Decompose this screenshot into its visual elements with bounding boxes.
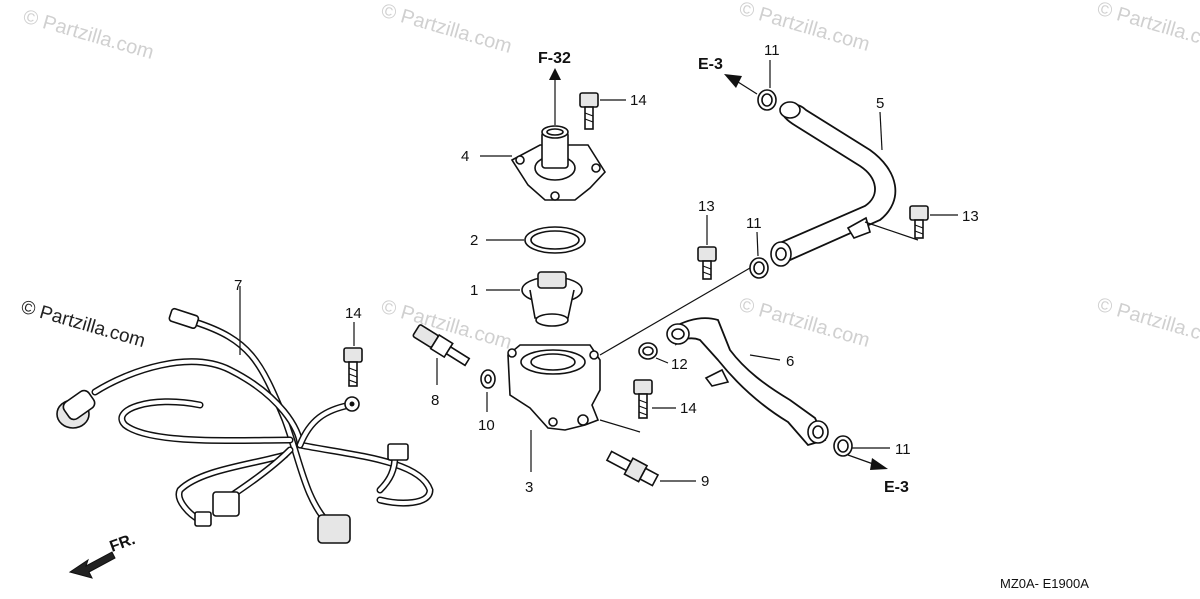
bolt-14-right: 14: [633, 379, 697, 419]
water-pipe-6: 6: [666, 317, 829, 447]
callout-11: 11: [764, 42, 780, 59]
callout-1: 1: [470, 282, 478, 299]
watermark: © Partzilla.com: [737, 0, 873, 56]
thermostat-housing-3: 3: [507, 267, 751, 496]
watermark: © Partzilla.com: [1095, 294, 1200, 352]
wire-harness: 7: [56, 277, 434, 544]
callout-6: 6: [786, 353, 794, 370]
watermark-layer: © Partzilla.com © Partzilla.com © Partzi…: [19, 0, 1200, 354]
thermostat-1: 1: [470, 271, 583, 327]
diagram-code: MZ0A- E1900A: [1000, 576, 1089, 591]
o-ring-11-upper: 11: [724, 42, 780, 111]
sensor-8: 8: [412, 324, 471, 409]
bolt-14-top: 14: [579, 92, 647, 130]
callout-2: 2: [470, 232, 478, 249]
watermark: © Partzilla.com: [19, 297, 148, 352]
water-hose-5: 5: [770, 95, 919, 267]
reference-f32: F-32: [538, 50, 571, 67]
callout-13: 13: [698, 198, 715, 215]
callout-8: 8: [431, 392, 439, 409]
bolt-13-left: 13: [697, 198, 717, 280]
bolt-13-right: 13: [909, 205, 979, 239]
o-ring-12: 12: [638, 342, 688, 373]
callout-9: 9: [701, 473, 709, 490]
callout-13: 13: [962, 208, 979, 225]
bolt-14-left: 14: [343, 305, 363, 387]
callout-11: 11: [746, 215, 762, 232]
reference-e3-lower: E-3: [884, 479, 909, 496]
washer-10: 10: [478, 369, 496, 434]
watermark: © Partzilla.com: [21, 6, 157, 64]
front-direction-arrow: FR.: [68, 531, 138, 579]
callout-11: 11: [895, 441, 911, 458]
watermark: © Partzilla.com: [737, 294, 873, 352]
o-ring-2: 2: [470, 226, 586, 254]
callout-14: 14: [630, 92, 647, 109]
watermark: © Partzilla.com: [1095, 0, 1200, 56]
callout-5: 5: [876, 95, 884, 112]
callout-7: 7: [234, 277, 242, 294]
thermostat-cover-4: 4: [461, 68, 607, 201]
reference-e3-upper: E-3: [698, 56, 723, 73]
watermark: © Partzilla.com: [379, 0, 515, 58]
o-ring-11-middle: 11: [746, 215, 769, 279]
callout-14: 14: [345, 305, 362, 322]
callout-4: 4: [461, 148, 469, 165]
o-ring-11-lower: 11: [833, 435, 911, 470]
callout-3: 3: [525, 479, 533, 496]
callout-14: 14: [680, 400, 697, 417]
sensor-9: 9: [605, 450, 709, 490]
callout-10: 10: [478, 417, 495, 434]
callout-12: 12: [671, 356, 688, 373]
front-label: FR.: [108, 531, 138, 556]
